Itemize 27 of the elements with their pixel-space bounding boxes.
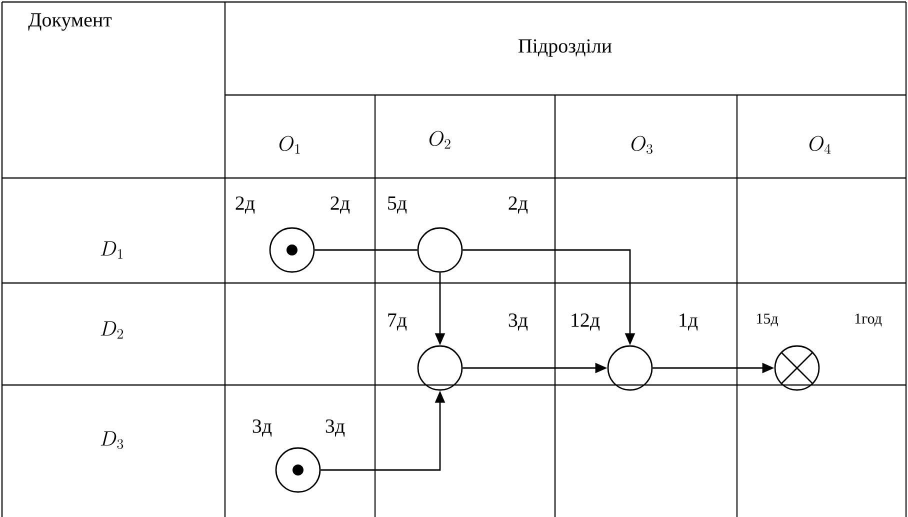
- duration-label: 3д: [508, 313, 528, 331]
- table-header: $D_1$: [100, 241, 123, 259]
- duration-label: 2д: [508, 196, 528, 214]
- duration-label: 1год: [855, 314, 882, 326]
- duration-label: 3д: [252, 419, 272, 437]
- start-event-circle: [275, 447, 321, 493]
- duration-label: 7д: [388, 314, 407, 330]
- event-circle: [607, 345, 653, 391]
- event-circle: [417, 345, 463, 391]
- table-header: $D_2$: [100, 321, 123, 339]
- table-header: $O_4$: [809, 136, 831, 154]
- duration-label: 2д: [330, 196, 350, 214]
- table-header: $O_1$: [279, 136, 300, 154]
- duration-label: 1д: [680, 313, 698, 331]
- duration-label: 12д: [572, 313, 600, 331]
- duration-label: 15д: [757, 314, 778, 326]
- duration-label: 3д: [326, 419, 345, 437]
- table-header: Підрозділи: [518, 39, 612, 57]
- table-header: $O_2$: [429, 130, 450, 149]
- event-circle: [417, 227, 463, 273]
- start-event-circle: [269, 227, 315, 273]
- table-header: $D_3$: [100, 431, 124, 449]
- table-header: Документ: [28, 13, 112, 31]
- duration-label: 2д: [236, 196, 255, 214]
- table-header: $O_3$: [631, 136, 652, 154]
- end-event-circle: [774, 345, 820, 391]
- duration-label: 5д: [388, 196, 407, 214]
